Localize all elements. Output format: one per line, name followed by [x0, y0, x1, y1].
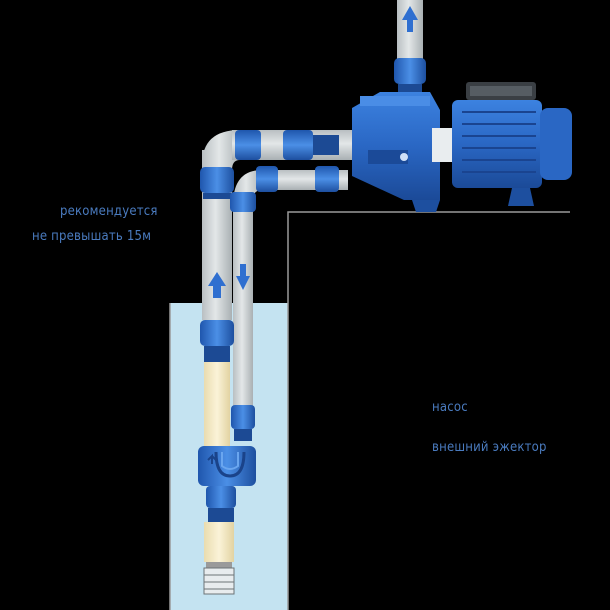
ground-line	[169, 211, 570, 610]
pressure-pipe	[233, 200, 253, 415]
depth-recommendation-line2: не превышать 15м	[32, 229, 152, 244]
arrow-down-icon	[236, 264, 250, 290]
beige-suction-pipe	[204, 362, 230, 448]
depth-recommendation-line1: рекомендуется	[60, 204, 158, 219]
pump-icon	[352, 82, 572, 212]
fittings	[200, 58, 426, 441]
pump-label: насос	[432, 400, 468, 415]
arrow-up-icon	[208, 6, 418, 298]
ejector-label: внешний эжектор	[432, 440, 547, 455]
ejector-flow-arrow	[207, 453, 217, 464]
